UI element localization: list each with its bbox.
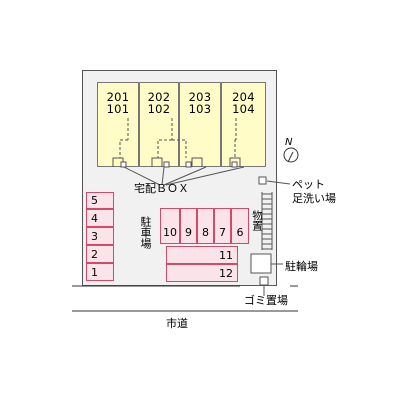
parking-space-2: 2 bbox=[86, 245, 114, 263]
parking-space-11: 11 bbox=[166, 246, 238, 264]
storage-label: 物置 bbox=[251, 210, 263, 231]
garbage-area-label: ゴミ置場 bbox=[244, 294, 288, 307]
north-compass-icon bbox=[283, 147, 299, 163]
marker-4 bbox=[231, 161, 238, 168]
parking-space-5: 5 bbox=[86, 192, 114, 209]
north-label: N bbox=[285, 137, 293, 148]
parking-space-1: 1 bbox=[86, 263, 114, 281]
unit-2-upper: 202 bbox=[147, 90, 171, 104]
entrance-step-3 bbox=[191, 157, 203, 167]
parking-space-3: 3 bbox=[86, 227, 114, 245]
parking-space-12: 12 bbox=[166, 264, 238, 282]
entrance-step-4 bbox=[229, 157, 241, 167]
delivery-box-label: 宅配ＢＯＸ bbox=[134, 182, 189, 195]
unit-4-upper: 204 bbox=[232, 90, 255, 104]
pet-wash-label-line1: ペット bbox=[292, 178, 325, 191]
unit-1-upper: 201 bbox=[106, 90, 130, 104]
unit-1-lower: 101 bbox=[106, 102, 130, 116]
parking-space-7: 7 bbox=[214, 208, 231, 244]
unit-4-lower: 104 bbox=[232, 102, 255, 116]
marker-2 bbox=[163, 161, 170, 168]
marker-3 bbox=[185, 161, 192, 168]
bicycle-parking-label: 駐輪場 bbox=[285, 260, 318, 273]
garbage-marker bbox=[259, 276, 269, 286]
parking-space-4: 4 bbox=[86, 209, 114, 227]
parking-space-6: 6 bbox=[231, 208, 249, 244]
parking-space-10: 10 bbox=[160, 208, 180, 244]
pet-wash-leader bbox=[266, 180, 291, 185]
pet-wash-label-line2: 足洗い場 bbox=[292, 192, 336, 205]
unit-2-lower: 102 bbox=[147, 102, 171, 116]
road-label: 市道 bbox=[166, 317, 188, 330]
entrance-step-2 bbox=[151, 157, 163, 167]
bicycle-area-box bbox=[250, 253, 272, 274]
parking-label: 駐車場 bbox=[139, 216, 152, 249]
unit-3-upper: 203 bbox=[188, 90, 212, 104]
parking-space-9: 9 bbox=[180, 208, 197, 244]
pet-wash-marker bbox=[258, 176, 267, 185]
marker-1 bbox=[120, 161, 127, 168]
parking-space-8: 8 bbox=[197, 208, 214, 244]
walkway-lines bbox=[119, 118, 237, 158]
unit-3-lower: 103 bbox=[188, 102, 212, 116]
storage-rack bbox=[261, 192, 273, 250]
delivery-box-connectors bbox=[123, 166, 245, 186]
